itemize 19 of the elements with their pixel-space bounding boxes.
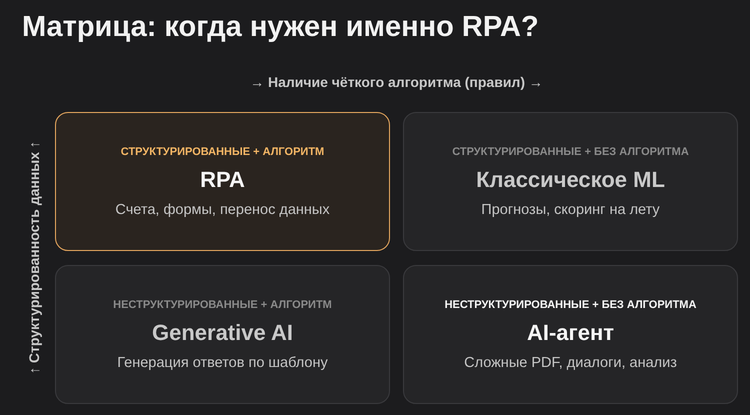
- card-description: Сложные PDF, диалоги, анализ: [464, 354, 677, 370]
- quadrant-card: [55, 112, 390, 251]
- card-description: Прогнозы, скоринг на лету: [481, 202, 660, 218]
- axis-label: → Наличие чёткого алгоритма (правил) →: [249, 74, 544, 90]
- diagram-title: Матрица: когда нужен именно RPA?: [22, 11, 539, 44]
- category-label: СТРУКТУРИРОВАННЫЕ + АЛГОРИТМ: [120, 146, 324, 158]
- card-title: AI-агент: [526, 320, 614, 346]
- card-title: Generative AI: [152, 320, 294, 346]
- card-title: RPA: [200, 166, 245, 192]
- card-description: Генерация ответов по шаблону: [117, 354, 328, 370]
- category-label: СТРУКТУРИРОВАННЫЕ + БЕЗ АЛГОРИТМА: [452, 146, 689, 158]
- card-title: Классическое ML: [476, 166, 665, 192]
- quadrant-card: [403, 265, 738, 404]
- quadrant-card: [403, 112, 738, 251]
- category-label: НЕСТРУКТУРИРОВАННЫЕ + АЛГОРИТМ: [113, 298, 332, 310]
- quadrant-card: [55, 265, 390, 404]
- card-description: Счета, формы, перенос данных: [115, 202, 330, 218]
- category-label: НЕСТРУКТУРИРОВАННЫЕ + БЕЗ АЛГОРИТМА: [444, 298, 696, 310]
- axis-label: ↑ Структурированность данных ↑: [26, 140, 42, 376]
